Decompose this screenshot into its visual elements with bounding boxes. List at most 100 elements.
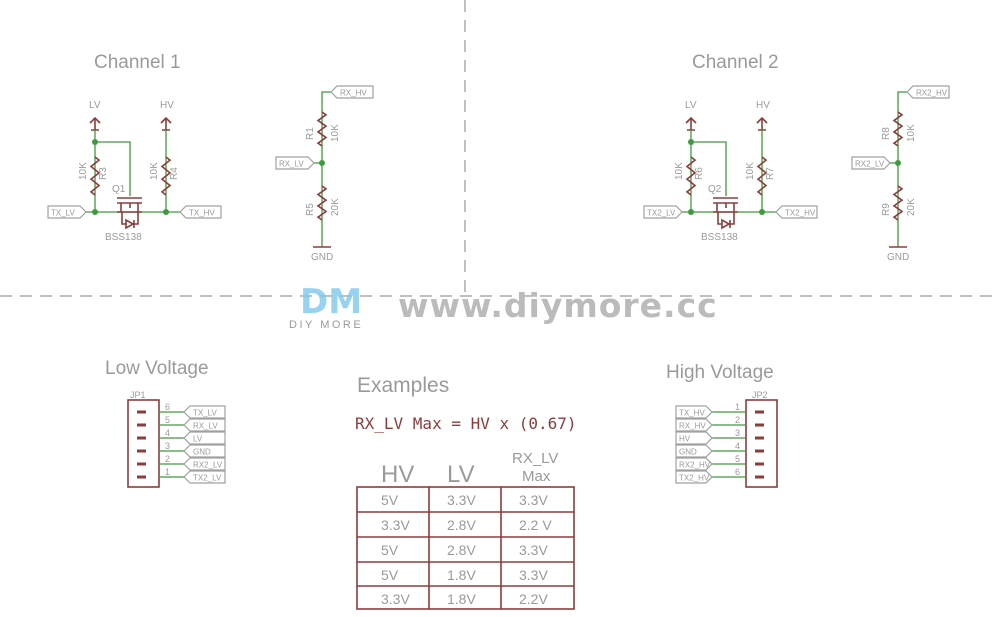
table-cell: 5V [381, 567, 399, 583]
pin-number: 1 [735, 402, 740, 412]
table-cell: 3.3V [381, 517, 410, 533]
resistor-hv [756, 156, 768, 196]
table-cell: 5V [381, 542, 399, 558]
tx-hv-label: TX_HV [189, 209, 215, 218]
table-cell: 2.8V [447, 517, 476, 533]
channel2-hv-supply: HV [756, 100, 770, 111]
pin-number: 3 [735, 428, 740, 438]
pin-label: RX2_LV [193, 461, 223, 470]
pin-label: TX2_LV [193, 474, 222, 483]
high-voltage-title: High Voltage [666, 362, 774, 383]
pin-label: TX_HV [679, 409, 705, 418]
wire [308, 91, 337, 247]
pin-label: GND [679, 448, 697, 457]
pin-number: 5 [735, 454, 740, 464]
resistor-hv [160, 156, 172, 196]
resistor-lv [89, 156, 101, 196]
tx-hv-label-box [775, 205, 818, 219]
diode-icon [721, 218, 731, 230]
tx-hv-label-box [179, 205, 222, 219]
channel1-lv-supply-arrow-icon [89, 116, 101, 131]
rx-lv-label: RX_LV [279, 160, 304, 169]
channel1-hv-supply: HV [160, 100, 174, 111]
table-cell: 2.8V [447, 542, 476, 558]
mosfet-ref: Q2 [708, 184, 722, 195]
header-ref: JP1 [130, 390, 146, 400]
rx-hv-label-box [330, 85, 374, 99]
rx-lv-label-box [275, 156, 315, 170]
pin-number: 1 [165, 467, 170, 477]
pin-label-box [183, 457, 226, 471]
table-cell: 3.3V [519, 492, 548, 508]
r-bot-ref: R9 [881, 203, 892, 216]
junction-dot [92, 139, 98, 145]
junction-dot [895, 160, 901, 166]
rx-lv-label-box [851, 156, 891, 170]
channel-2-title: Channel 2 [692, 52, 779, 73]
pin-label: GND [193, 448, 211, 457]
pin-number: 2 [735, 415, 740, 425]
r-hv-ref: R7 [765, 167, 776, 180]
col-header-lv: LV [447, 461, 475, 488]
junction-dot [92, 209, 98, 215]
col-header-max: Max [522, 468, 551, 485]
table-cell: 2.2 V [519, 517, 552, 533]
table-cell: 3.3V [381, 591, 410, 607]
resistor-top [892, 111, 904, 147]
table-cell: 1.8V [447, 567, 476, 583]
tx-hv-label: TX2_HV [785, 209, 816, 218]
examples-title: Examples [357, 374, 449, 397]
r-bot-value: 20K [330, 198, 341, 216]
pin-number: 2 [165, 454, 170, 464]
resistor-top [316, 111, 328, 147]
channel-1-title: Channel 1 [94, 52, 181, 73]
pin-number: 3 [165, 441, 170, 451]
pin-number: 6 [165, 402, 170, 412]
pin-label: HV [679, 435, 691, 444]
col-header-rxlv: RX_LV [512, 450, 558, 467]
mosfet-icon [117, 197, 142, 225]
pin-label-box [675, 405, 713, 419]
resistor-bot [316, 185, 328, 221]
pin-label-box [183, 444, 226, 458]
gnd-label: GND [311, 252, 333, 263]
r-top-ref: R1 [305, 127, 316, 140]
pin-label: RX_LV [193, 422, 218, 431]
channel2-lv-supply-arrow-icon [685, 116, 697, 131]
pin-label-box [675, 418, 713, 432]
r-lv-ref: R6 [694, 167, 705, 180]
r-lv-value: 10K [78, 162, 89, 180]
mosfet-part: BSS138 [105, 232, 142, 243]
channel1-hv-supply-arrow-icon [160, 116, 172, 131]
pin-label: RX2_HV [679, 461, 711, 470]
table-border [356, 486, 575, 610]
table-cell: 1.8V [447, 591, 476, 607]
diode-icon [125, 218, 135, 230]
tx-lv-label: TX2_LV [647, 209, 676, 218]
pin-label-box [183, 470, 226, 484]
pin-number: 4 [165, 428, 170, 438]
wire [884, 91, 913, 247]
rx-lv-label: RX2_LV [855, 160, 885, 169]
junction-dot [688, 139, 694, 145]
r-lv-ref: R3 [98, 167, 109, 180]
r-hv-ref: R4 [169, 167, 180, 180]
pin-number: 4 [735, 441, 740, 451]
watermark-logo-sub: DIY MORE [289, 319, 363, 331]
header-ref: JP2 [752, 390, 768, 400]
pin-label: TX2_HV [679, 474, 710, 483]
wire [80, 130, 180, 213]
formula: RX_LV Max = HV x (0.67) [355, 414, 577, 433]
rx-hv-label-box [906, 85, 950, 99]
table-cell: 5V [381, 492, 399, 508]
pin-label: LV [193, 435, 203, 444]
resistor-bot [892, 185, 904, 221]
header-body [745, 399, 778, 488]
tx-lv-label: TX_LV [51, 209, 76, 218]
pin-number: 6 [735, 467, 740, 477]
